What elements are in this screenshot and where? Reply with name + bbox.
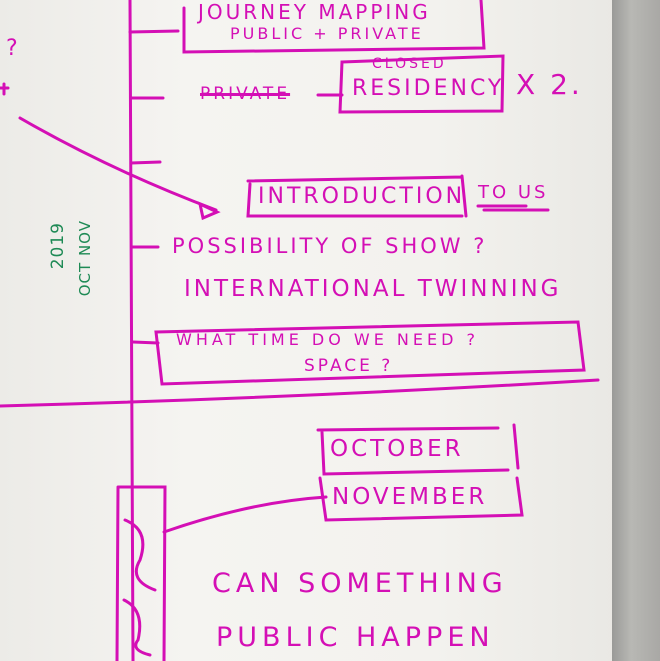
- journey-mapping-text: JOURNEY MAPPING: [198, 0, 431, 24]
- arrow-line: [18, 116, 218, 212]
- november-box: [318, 476, 524, 522]
- international-twinning-text: INTERNATIONAL TWINNING: [184, 276, 562, 302]
- journey-box: [182, 0, 486, 54]
- plus-mark: [0, 82, 10, 96]
- arrow-head: [197, 201, 221, 221]
- tick-1: [128, 29, 180, 34]
- residency-text: RESIDENCY: [352, 76, 505, 101]
- what-time-box: [154, 320, 586, 386]
- possibility-text: POSSIBILITY OF SHOW ?: [172, 234, 488, 258]
- october-text: OCTOBER: [330, 436, 464, 462]
- tick-5: [131, 340, 160, 345]
- divider-line: [0, 378, 600, 408]
- introduction-text: INTRODUCTION: [258, 184, 466, 209]
- crossed-out-text: PRIVATE: [200, 84, 291, 104]
- paper-sheet: [0, 0, 620, 661]
- space-text: SPACE ?: [304, 356, 394, 376]
- timeline-line: [128, 0, 135, 661]
- year-text: 2019: [48, 222, 68, 270]
- introduction-box: [246, 174, 468, 218]
- times-two-text: X 2.: [516, 68, 583, 101]
- november-connector: [162, 495, 328, 534]
- october-box: [316, 423, 520, 476]
- background-edge: [612, 0, 660, 661]
- public-private-text: PUBLIC + PRIVATE: [230, 24, 424, 43]
- timeline-block: [115, 485, 167, 661]
- to-us-text: TO US: [478, 182, 549, 203]
- public-happen-text: PUBLIC HAPPEN: [216, 622, 495, 653]
- to-us-underline: [476, 204, 550, 212]
- question-mark-left: ?: [6, 36, 21, 61]
- what-time-text: WHAT TIME DO WE NEED ?: [176, 330, 480, 349]
- november-text: NOVEMBER: [332, 484, 488, 510]
- tick-3: [129, 160, 162, 165]
- oct-nov-text: OCT NOV: [76, 220, 94, 297]
- can-something-text: CAN SOMETHING: [212, 568, 508, 599]
- closed-text: CLOSED: [372, 56, 447, 72]
- hatch-scribble: [122, 518, 157, 657]
